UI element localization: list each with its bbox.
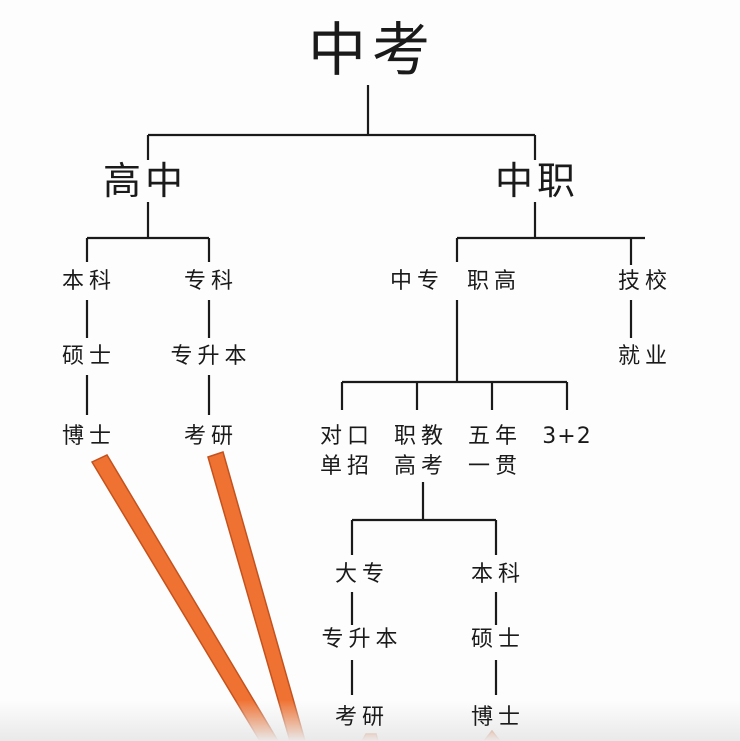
node-jiuye: 就业 (617, 344, 673, 369)
node-benke: 本科 (61, 269, 117, 294)
node-jixiao: 技校 (617, 269, 673, 294)
node-wunian: 五年 (467, 424, 523, 449)
node-kaoyan-2: 考研 (334, 705, 390, 730)
node-zhigao: 职高 (466, 269, 522, 294)
node-zhongzhi: 中职 (494, 159, 580, 203)
node-duikou: 对口 (319, 424, 375, 449)
node-zhuanshengben: 专升本 (170, 344, 252, 369)
node-yiguan: 一贯 (467, 454, 523, 479)
orange-arrow-tip-1 (361, 733, 379, 741)
node-shuoshi: 硕士 (61, 344, 117, 369)
node-kaoyan: 考研 (183, 424, 239, 449)
root-node: 中考 (307, 16, 437, 84)
orange-arrow-left (90, 454, 279, 741)
node-zhijiao: 职教 (393, 424, 449, 449)
node-gaozhong: 高中 (102, 159, 188, 203)
node-shuoshi-2: 硕士 (470, 627, 526, 652)
orange-arrows (90, 451, 501, 741)
node-dazhuan: 大专 (334, 562, 390, 587)
node-boshi-2: 博士 (470, 705, 526, 730)
node-gaokao: 高考 (393, 454, 449, 479)
node-boshi: 博士 (61, 424, 117, 449)
orange-arrow-tip-2 (483, 729, 501, 741)
node-zhuanshengben-2: 专升本 (321, 627, 403, 652)
node-zhuanke: 专科 (183, 269, 239, 294)
node-zhongzhuan: 中专 (389, 269, 445, 294)
node-danzhao: 单招 (319, 454, 375, 479)
node-3plus2: 3+2 (542, 424, 592, 449)
node-benke-2: 本科 (470, 562, 526, 587)
orange-arrow-right (207, 451, 306, 741)
